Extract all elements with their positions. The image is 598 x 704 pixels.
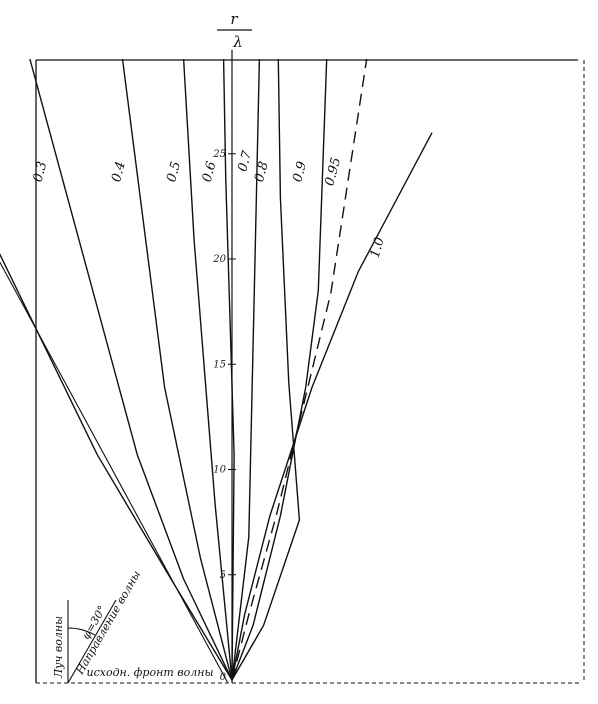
series-group [0, 58, 433, 683]
series-curve [121, 58, 233, 681]
series-curve [231, 58, 328, 681]
series-label: 0.8 [252, 160, 272, 184]
origin-label: 0 [220, 672, 227, 683]
series-curve [231, 58, 301, 681]
y-tick-label: 5 [220, 570, 226, 581]
series-curve [182, 58, 233, 681]
series-label: 0.95 [322, 156, 344, 188]
series-labels: 1.00.950.90.80.70.60.50.40.30.2 [31, 149, 388, 260]
series-curve [231, 58, 261, 681]
guide-line [0, 261, 228, 683]
wave-direction-label: Направление волны [73, 568, 143, 677]
series-label: 0.9 [290, 160, 310, 184]
y-tick-label: 20 [212, 254, 226, 265]
series-curve [231, 58, 368, 681]
series-curve [222, 58, 235, 681]
axis-title-bottom: λ [232, 33, 243, 51]
series-label: 0.7 [235, 149, 255, 174]
series-curve [29, 58, 233, 681]
series-label: 0.5 [164, 160, 184, 184]
y-tick-label: 15 [213, 359, 226, 370]
series-label: 0.4 [109, 160, 129, 184]
series-label: 0.3 [31, 160, 51, 184]
series-label: 0.6 [200, 160, 220, 184]
series-label: 1.0 [368, 236, 388, 260]
inset-angle-arc [67, 627, 96, 636]
inset-direction-line [67, 599, 117, 684]
axis-title-top: r [230, 10, 238, 28]
y-ticks: 5 10 15 20 25 [212, 149, 236, 581]
series-curve [231, 132, 433, 681]
y-tick-label: 25 [212, 149, 226, 160]
wave-ray-label: Луч волны [52, 616, 65, 679]
wave-front-label: исходн. фронт волны [87, 666, 214, 679]
y-tick-label: 10 [213, 465, 226, 476]
